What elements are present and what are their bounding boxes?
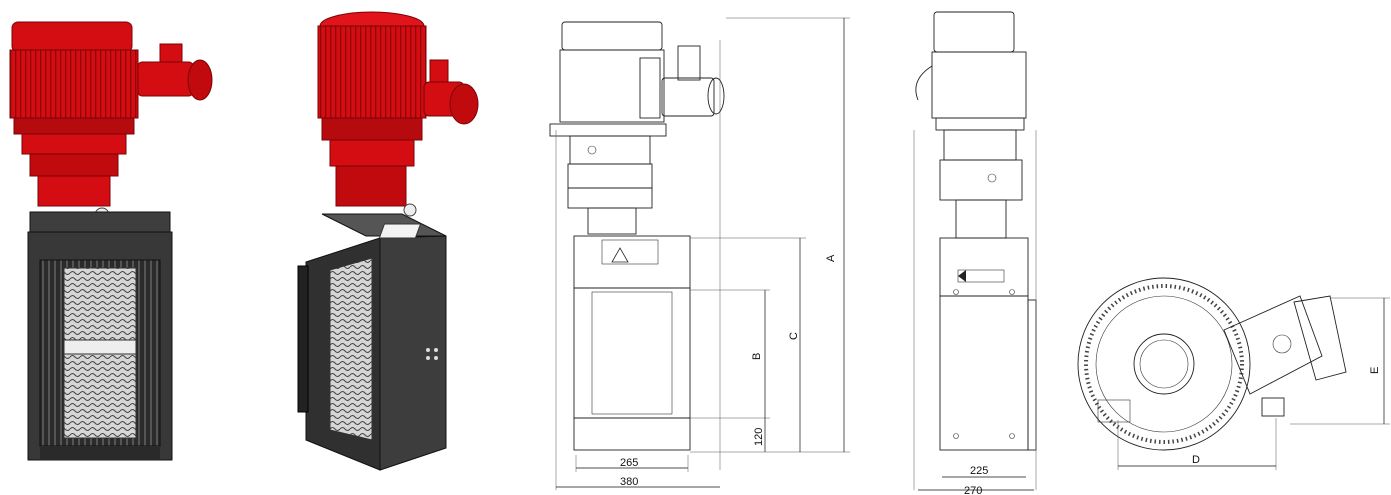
drawing-front-elevation: A C B 120 265 380 <box>549 17 850 490</box>
dimension-120: 120 <box>753 428 765 446</box>
flow-direction-arrow-icon <box>957 269 1005 283</box>
dimension-270: 270 <box>964 485 982 495</box>
render-iso-view <box>297 11 479 471</box>
dimension-380: 380 <box>620 476 638 488</box>
dimension-B: B <box>751 353 763 360</box>
dimension-225: 225 <box>970 465 988 477</box>
dimension-A: A <box>825 254 837 262</box>
dimension-265: 265 <box>620 457 638 469</box>
drawing-top-view: D E <box>1077 277 1390 470</box>
dimension-D: D <box>1192 454 1200 466</box>
dimension-E: E <box>1369 367 1381 374</box>
dimension-C: C <box>788 332 800 340</box>
render-front-view <box>9 21 213 461</box>
drawing-side-elevation: 225 270 <box>913 11 1037 495</box>
warning-label-icon <box>611 247 629 263</box>
